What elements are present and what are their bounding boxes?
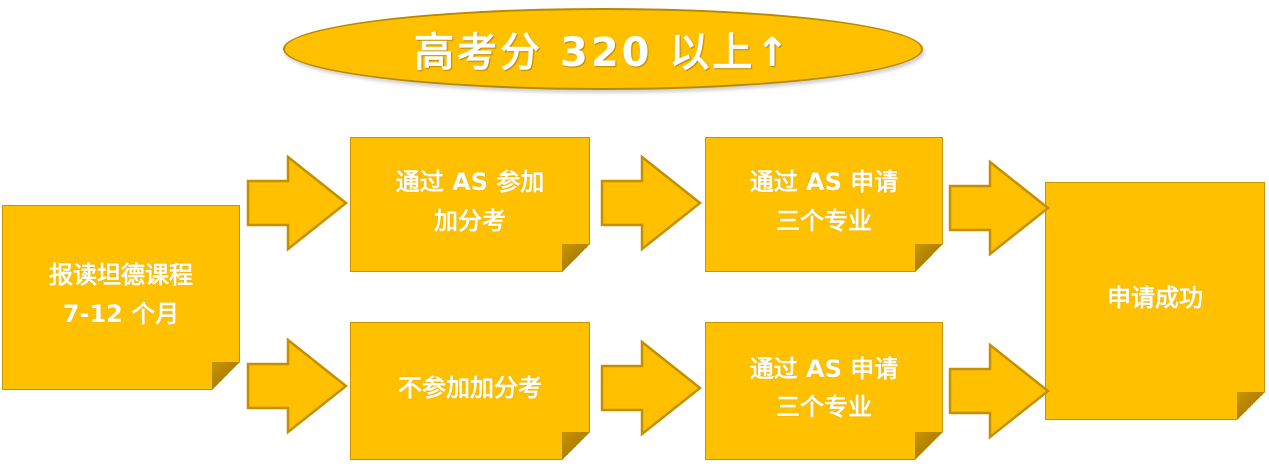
start-note: 报读坦德课程 7-12 个月 [2, 205, 240, 390]
header-ellipse: 高考分 320 以上↑ [283, 8, 923, 90]
top-step1-note: 通过 AS 参加 加分考 [350, 137, 590, 272]
start-note-text: 报读坦德课程 7-12 个月 [49, 261, 193, 328]
end-note: 申请成功 [1045, 182, 1265, 420]
top-step1-text: 通过 AS 参加 加分考 [395, 168, 545, 235]
header-text: 高考分 320 以上↑ [414, 30, 792, 76]
arrow-top-step1-to-step2 [600, 154, 703, 252]
arrow-top-step2-to-end [948, 159, 1051, 257]
end-note-text: 申请成功 [1107, 283, 1203, 312]
bottom-step2-note: 通过 AS 申请 三个专业 [705, 322, 943, 460]
bottom-step2-text: 通过 AS 申请 三个专业 [749, 354, 899, 421]
top-step2-text: 通过 AS 申请 三个专业 [749, 168, 899, 235]
arrow-bottom-step2-to-end [948, 342, 1051, 440]
bottom-step1-fold [562, 432, 590, 460]
arrow-start-to-top [246, 154, 349, 252]
start-note-fold [212, 362, 240, 390]
arrow-bottom-step1-to-step2 [600, 339, 703, 437]
top-step1-fold [562, 244, 590, 272]
bottom-step1-text: 不参加加分考 [398, 373, 542, 402]
bottom-step2-fold [915, 432, 943, 460]
bottom-step1-note: 不参加加分考 [350, 322, 590, 460]
top-step2-fold [915, 244, 943, 272]
end-note-fold [1237, 392, 1265, 420]
arrow-start-to-bottom [246, 337, 349, 435]
top-step2-note: 通过 AS 申请 三个专业 [705, 137, 943, 272]
